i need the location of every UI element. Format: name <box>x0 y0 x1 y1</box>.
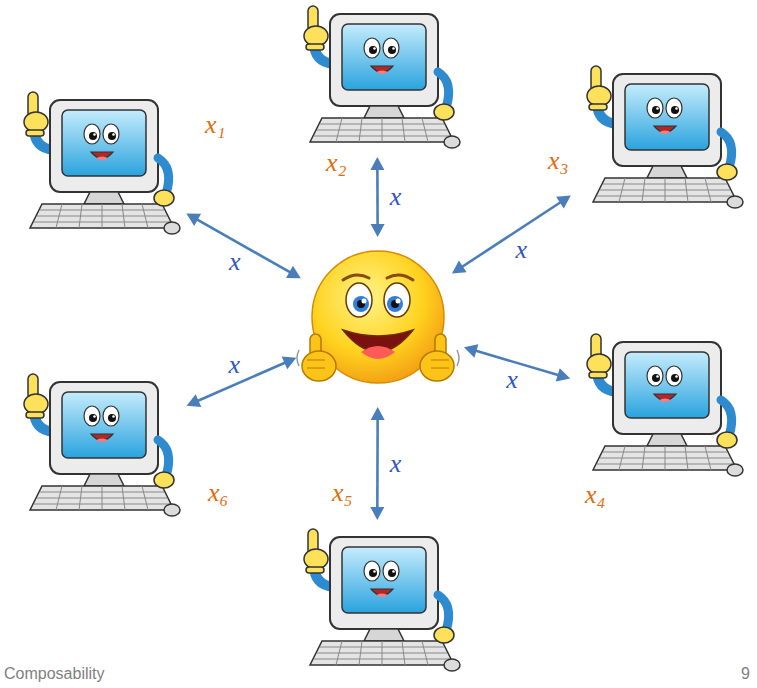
computer-node: x₄ <box>575 330 745 480</box>
computer-figure <box>24 92 180 234</box>
computer-figure <box>24 374 180 516</box>
party-input-label: x₂ <box>326 150 347 176</box>
computer-illustration <box>12 370 182 520</box>
footer-title: Composability <box>4 664 104 683</box>
arrowhead <box>286 266 301 278</box>
computer-node: x₆ <box>12 370 182 520</box>
arrowhead <box>452 261 467 274</box>
arrowhead <box>556 196 571 209</box>
arrowhead <box>556 368 570 381</box>
message-label: x <box>390 184 402 210</box>
computer-figure <box>587 66 743 208</box>
arrowhead <box>186 214 201 226</box>
computer-node: x₃ <box>575 62 745 212</box>
party-input-label: x₃ <box>548 148 569 174</box>
arrowhead <box>464 344 478 357</box>
arrowhead <box>370 157 384 170</box>
computer-figure <box>304 529 460 671</box>
computer-figure <box>587 334 743 476</box>
arrowhead <box>282 357 297 370</box>
connector-line <box>196 362 287 402</box>
bidirectional-arrow <box>187 357 297 407</box>
computer-illustration <box>12 88 182 238</box>
arrowhead <box>371 224 385 237</box>
computer-illustration <box>575 330 745 480</box>
party-input-label: x₆ <box>208 480 229 506</box>
bidirectional-arrow <box>452 196 571 274</box>
smiley-illustration <box>293 242 463 402</box>
computer-node: x₁ <box>12 88 182 238</box>
page-number: 9 <box>741 664 750 683</box>
computer-figure <box>304 6 460 148</box>
party-input-label: x₄ <box>585 482 606 508</box>
computer-node: x₅ <box>292 525 462 675</box>
message-label: x <box>390 451 402 477</box>
trusted-party-node <box>293 242 463 402</box>
connector-line <box>195 218 292 273</box>
party-input-label: x₅ <box>332 480 353 506</box>
connector-line <box>376 417 379 510</box>
message-label: x <box>228 352 240 378</box>
message-label: x <box>506 367 518 393</box>
computer-illustration <box>292 525 462 675</box>
message-label: x <box>515 237 527 263</box>
computer-node: x₂ <box>292 2 462 152</box>
arrowhead <box>370 507 384 520</box>
connector-line <box>376 167 379 227</box>
connector-line <box>460 201 562 268</box>
arrowhead <box>187 394 202 407</box>
bidirectional-arrow <box>186 214 300 279</box>
message-label: x <box>229 249 241 275</box>
computer-illustration <box>575 62 745 212</box>
bidirectional-arrow <box>370 157 384 237</box>
computer-illustration <box>292 2 462 152</box>
bidirectional-arrow <box>370 407 384 520</box>
arrowhead <box>371 407 385 420</box>
smiley-figure <box>297 251 459 383</box>
party-input-label: x₁ <box>205 112 226 138</box>
